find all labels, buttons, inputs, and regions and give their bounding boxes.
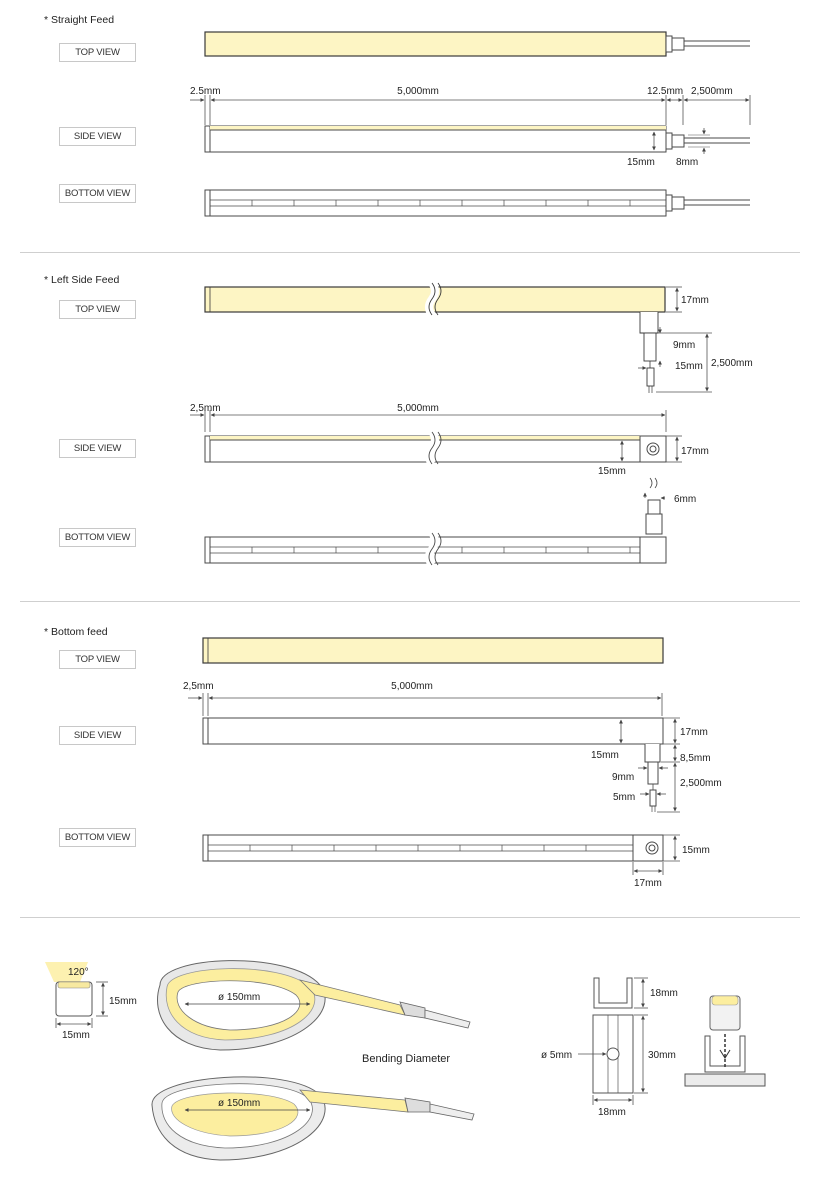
left-feed-side-dimensions	[190, 410, 667, 432]
label-top-view: TOP VIEW	[59, 650, 136, 669]
dim-left-6: 2,500mm	[711, 358, 753, 369]
dim-left-8: 15mm	[598, 466, 626, 477]
bottom-feed-side-view	[202, 717, 680, 813]
label-bottom-view: BOTTOM VIEW	[59, 528, 136, 547]
label-top-view: TOP VIEW	[59, 300, 136, 319]
left-feed-top-dimensions	[638, 286, 712, 393]
clip-width: 18mm	[598, 1107, 626, 1118]
dim-left-1: 2,5mm	[190, 403, 221, 414]
dim-straight-1: 2.5mm	[190, 86, 221, 97]
bottom-feed-top-view	[202, 637, 664, 664]
clip-hole-diameter: ø 5mm	[541, 1050, 572, 1061]
section-title-left-side-feed: * Left Side Feed	[44, 274, 120, 286]
dim-straight-4: 2,500mm	[691, 86, 733, 97]
profile-height: 15mm	[109, 996, 137, 1007]
bending-diameter-1: ø 150mm	[218, 992, 260, 1003]
dim-left-5: 15mm	[675, 361, 703, 372]
straight-feed-side-view	[204, 125, 750, 154]
straight-feed-dimensions	[190, 95, 751, 125]
label-top-view: TOP VIEW	[59, 43, 136, 62]
dim-bottom-10: 17mm	[634, 878, 662, 889]
straight-feed-top-view	[204, 31, 750, 57]
bottom-feed-bottom-view	[202, 834, 680, 875]
clip-mounting-illustration	[684, 995, 766, 1087]
dim-bottom-7: 2,500mm	[680, 778, 722, 789]
section-divider	[20, 601, 800, 602]
label-bottom-view: BOTTOM VIEW	[59, 184, 136, 203]
dim-left-4: 9mm	[673, 340, 695, 351]
dim-bottom-4: 15mm	[591, 750, 619, 761]
dim-straight-2: 5,000mm	[397, 86, 439, 97]
straight-feed-bottom-view	[204, 189, 750, 217]
label-side-view: SIDE VIEW	[59, 127, 136, 146]
clip-height-2: 30mm	[648, 1050, 676, 1061]
dim-left-9: 6mm	[674, 494, 696, 505]
bending-diameter-2: ø 150mm	[218, 1098, 260, 1109]
dim-left-2: 5,000mm	[397, 403, 439, 414]
section-title-bottom-feed: * Bottom feed	[44, 626, 108, 638]
dim-bottom-1: 2,5mm	[183, 681, 214, 692]
dim-bottom-2: 5,000mm	[391, 681, 433, 692]
section-divider	[20, 252, 800, 253]
left-feed-bottom-view	[204, 477, 667, 568]
profile-cross-section	[45, 962, 108, 1028]
bending-coil-top	[157, 960, 471, 1051]
mounting-clip-drawing	[578, 977, 648, 1105]
label-side-view: SIDE VIEW	[59, 726, 136, 745]
left-feed-side-view	[204, 429, 682, 467]
bending-caption: Bending Diameter	[362, 1053, 450, 1065]
left-feed-top-view	[204, 280, 666, 393]
dim-bottom-5: 8,5mm	[680, 753, 711, 764]
dim-straight-6: 8mm	[676, 157, 698, 168]
dim-left-3: 17mm	[681, 295, 709, 306]
dim-bottom-9: 15mm	[682, 845, 710, 856]
profile-angle: 120°	[68, 967, 89, 978]
label-side-view: SIDE VIEW	[59, 439, 136, 458]
section-divider	[20, 917, 800, 918]
dim-straight-5: 15mm	[627, 157, 655, 168]
dim-straight-3: 12.5mm	[647, 86, 683, 97]
dim-bottom-8: 5mm	[613, 792, 635, 803]
clip-height-1: 18mm	[650, 988, 678, 999]
label-bottom-view: BOTTOM VIEW	[59, 828, 136, 847]
dim-bottom-3: 17mm	[680, 727, 708, 738]
section-title-straight-feed: * Straight Feed	[44, 14, 115, 26]
bottom-feed-side-dimensions	[188, 693, 663, 716]
dim-bottom-6: 9mm	[612, 772, 634, 783]
profile-width: 15mm	[62, 1030, 90, 1041]
bending-coil-bottom	[151, 1076, 475, 1161]
dim-left-7: 17mm	[681, 446, 709, 457]
